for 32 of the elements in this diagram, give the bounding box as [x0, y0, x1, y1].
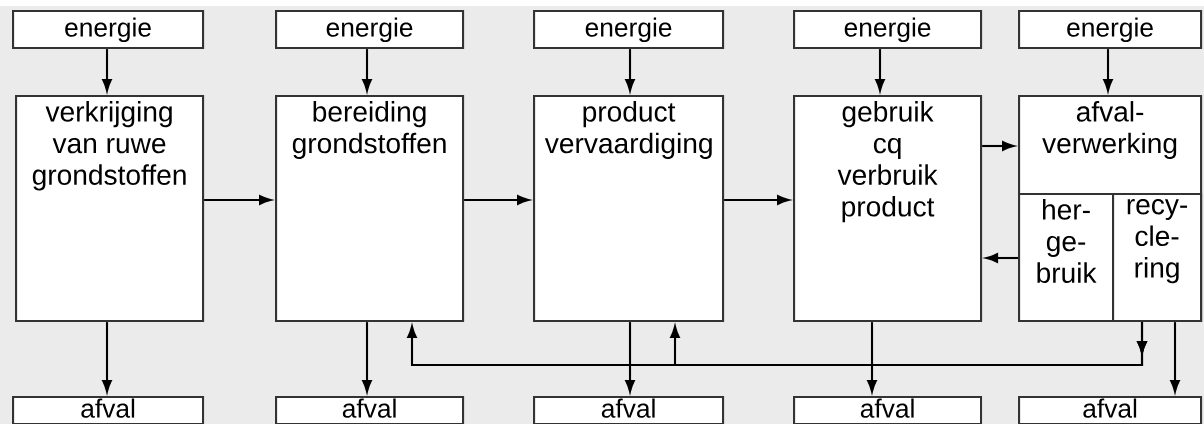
arrow	[875, 49, 885, 92]
energy-box: energie	[12, 10, 205, 50]
arrow	[362, 49, 372, 92]
subprocess-box: her- ge- bruik	[1018, 193, 1115, 323]
arrow	[670, 322, 1147, 367]
energy-box: energie	[1018, 10, 1203, 50]
energy-box: energie	[275, 10, 465, 50]
arrow	[625, 49, 635, 92]
arrow	[867, 322, 877, 393]
subprocess-box: recy- cle- ring	[1112, 193, 1203, 323]
waste-box: afval	[12, 396, 205, 424]
arrow	[982, 141, 1015, 151]
arrow	[464, 195, 530, 205]
process-box: product vervaardiging	[533, 95, 725, 323]
energy-box: energie	[533, 10, 725, 50]
process-box: gebruik cq verbruik product	[793, 95, 983, 323]
arrow	[204, 195, 272, 205]
arrow	[1170, 322, 1180, 393]
waste-box: afval	[533, 396, 725, 424]
arrow	[1103, 49, 1113, 92]
arrow	[362, 322, 372, 393]
waste-box: afval	[1018, 396, 1203, 424]
waste-box: afval	[793, 396, 983, 424]
arrow	[102, 322, 112, 393]
arrow	[625, 322, 635, 393]
process-box: verkrijging van ruwe grondstoffen	[15, 95, 205, 323]
energy-box: energie	[793, 10, 983, 50]
arrow	[724, 195, 790, 205]
process-box: bereiding grondstoffen	[275, 95, 465, 323]
arrow	[985, 253, 1018, 263]
arrow	[102, 49, 112, 92]
waste-box: afval	[275, 396, 465, 424]
